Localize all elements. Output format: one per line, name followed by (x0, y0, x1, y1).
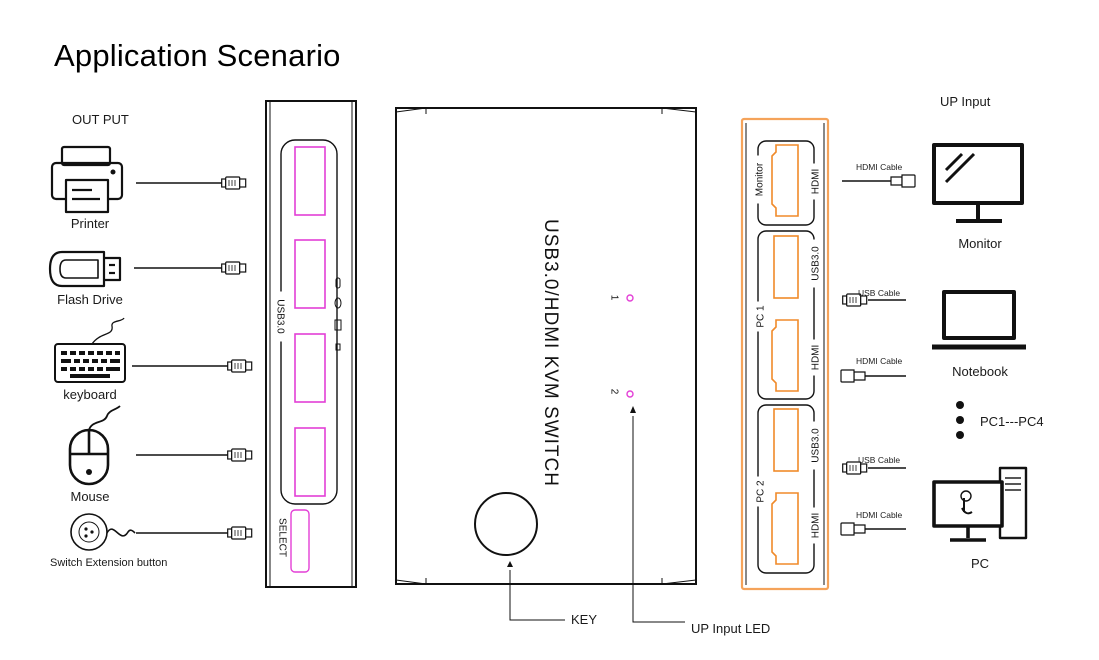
hdmi-port-label: HDMI (810, 163, 822, 200)
output-heading: OUT PUT (72, 112, 129, 127)
pc2-port-label: PC 2 (755, 476, 767, 507)
printer-label: Printer (70, 216, 110, 231)
usb-port-label: USB3.0 (810, 421, 822, 470)
hdmi-port (771, 144, 799, 565)
switch-name: USB3.0/HDMI KVM SWITCH (540, 219, 561, 487)
cable-label: USB Cable (858, 455, 901, 465)
led-indicator-1 (626, 294, 634, 302)
flash-drive-icon (48, 250, 122, 288)
cable-label: HDMI Cable (856, 510, 903, 520)
switch-extension-label: Switch Extension button (50, 557, 168, 569)
usb-port-label: USB3.0 (810, 239, 822, 288)
key-button (474, 492, 538, 556)
flash-drive-label: Flash Drive (57, 292, 123, 307)
led-indicator-2 (626, 390, 634, 398)
more-dots-icon (956, 401, 964, 439)
key-callout-label: KEY (571, 612, 598, 627)
select-label: SELECT (276, 518, 288, 557)
cable-label: HDMI Cable (856, 356, 903, 366)
usb-port-group-label: USB3.0 (274, 291, 286, 342)
pc1-pc4-label: PC1---PC4 (980, 414, 1044, 429)
pc1-port-label: PC 1 (755, 301, 767, 332)
monitor-label: Monitor (958, 236, 1002, 251)
led-number-2: 2 (608, 388, 620, 395)
usb-port-b (773, 235, 799, 472)
diagram-title: Application Scenario (54, 38, 341, 73)
pc-icon (932, 466, 1028, 542)
keyboard-icon (54, 317, 126, 383)
keyboard-label: keyboard (63, 387, 117, 402)
monitor-port-label: Monitor (754, 155, 766, 204)
cable-label: HDMI Cable (856, 162, 903, 172)
switch-left-panel (265, 100, 357, 588)
mouse-icon (68, 405, 121, 486)
input-heading: UP Input (940, 94, 991, 109)
hdmi-port-label: HDMI (810, 507, 822, 544)
monitor-icon (932, 143, 1024, 223)
output-cables (132, 182, 228, 534)
input-cables (842, 180, 906, 530)
cable-label: USB Cable (858, 288, 901, 298)
callout-lines (509, 416, 685, 623)
notebook-icon (932, 290, 1026, 350)
led-callout-label: UP Input LED (691, 621, 771, 636)
led-number-1: 1 (608, 294, 620, 301)
mouse-label: Mouse (70, 489, 110, 504)
printer-icon (50, 145, 124, 214)
pc-label: PC (970, 556, 990, 571)
hdmi-port-label: HDMI (810, 339, 822, 376)
notebook-label: Notebook (952, 364, 1008, 379)
usb-port-a (294, 146, 326, 497)
switch-button-icon (70, 513, 136, 551)
